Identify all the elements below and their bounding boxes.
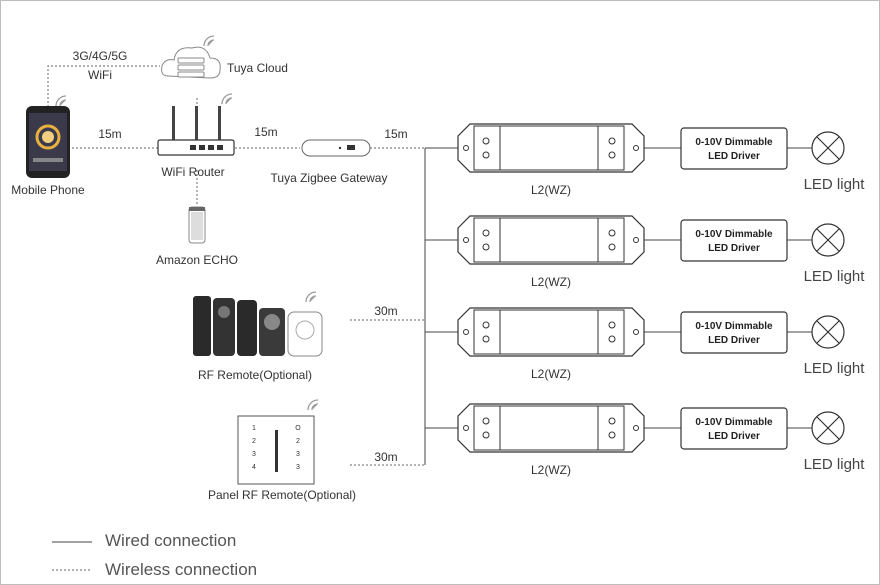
distance-rf-remote: 30m <box>374 304 397 318</box>
distance-router-gateway: 15m <box>254 125 277 139</box>
cloud-label: Tuya Cloud <box>227 61 288 75</box>
led-light-icon <box>811 131 845 165</box>
phone-label: Mobile Phone <box>11 183 85 197</box>
panel-key-label: 3 <box>296 464 300 471</box>
panel-key-label: 2 <box>252 438 256 445</box>
controller-label: L2(WZ) <box>531 367 571 381</box>
panel-key-label: 4 <box>252 464 256 471</box>
network-label-line2: WiFi <box>88 68 112 82</box>
echo-label: Amazon ECHO <box>156 253 238 267</box>
l2-controller-icon <box>457 403 645 453</box>
amazon-echo-icon <box>188 206 206 244</box>
panel-remote-keys: 1 O 2 2 3 3 4 3 <box>252 425 301 471</box>
driver-label-line1: 0-10V Dimmable <box>695 417 773 428</box>
zigbee-gateway-icon <box>301 139 371 157</box>
led-light-label: LED light <box>804 176 866 193</box>
legend-wireless-label: Wireless connection <box>105 560 257 579</box>
driver-label-line2: LED Driver <box>708 243 760 254</box>
led-light-label: LED light <box>804 360 866 377</box>
driver-label-line2: LED Driver <box>708 151 760 162</box>
gateway-label: Tuya Zigbee Gateway <box>271 171 388 185</box>
led-driver-box <box>680 407 788 450</box>
wifi-router-icon <box>157 93 235 156</box>
led-light-icon <box>811 223 845 257</box>
panel-remote-icon <box>237 399 319 485</box>
legend-wired-label: Wired connection <box>105 531 236 550</box>
network-label-line1: 3G/4G/5G <box>73 49 128 63</box>
led-light-label: LED light <box>804 268 866 285</box>
controller-label: L2(WZ) <box>531 183 571 197</box>
driver-label-line2: LED Driver <box>708 431 760 442</box>
rf-remote-label: RF Remote(Optional) <box>198 368 312 382</box>
panel-key-label: 2 <box>296 438 300 445</box>
l2-controller-icon <box>457 123 645 173</box>
led-light-icon <box>811 315 845 349</box>
rf-remotes-icon <box>193 291 323 357</box>
distance-gateway-bus: 15m <box>384 127 407 141</box>
mobile-phone-icon <box>26 95 70 178</box>
driver-label-line2: LED Driver <box>708 335 760 346</box>
led-light-label: LED light <box>804 456 866 473</box>
driver-label-line1: 0-10V Dimmable <box>695 321 773 332</box>
controller-label: L2(WZ) <box>531 463 571 477</box>
controller-label: L2(WZ) <box>531 275 571 289</box>
driver-label-line1: 0-10V Dimmable <box>695 229 773 240</box>
panel-remote-label: Panel RF Remote(Optional) <box>208 488 356 502</box>
l2-controller-icon <box>457 215 645 265</box>
led-driver-box <box>680 219 788 262</box>
led-light-icon <box>811 411 845 445</box>
l2-controller-icon <box>457 307 645 357</box>
distance-phone-router: 15m <box>98 127 121 141</box>
panel-key-label: 3 <box>252 451 256 458</box>
panel-key-label: 1 <box>252 425 256 432</box>
driver-label-line1: 0-10V Dimmable <box>695 137 773 148</box>
router-label: WiFi Router <box>161 165 224 179</box>
panel-key-label: O <box>295 425 301 432</box>
led-driver-box <box>680 311 788 354</box>
distance-panel-remote: 30m <box>374 450 397 464</box>
phone-cloud-wireless-line <box>47 65 160 107</box>
led-driver-box <box>680 127 788 170</box>
panel-key-label: 3 <box>296 451 300 458</box>
cloud-icon <box>161 35 221 79</box>
